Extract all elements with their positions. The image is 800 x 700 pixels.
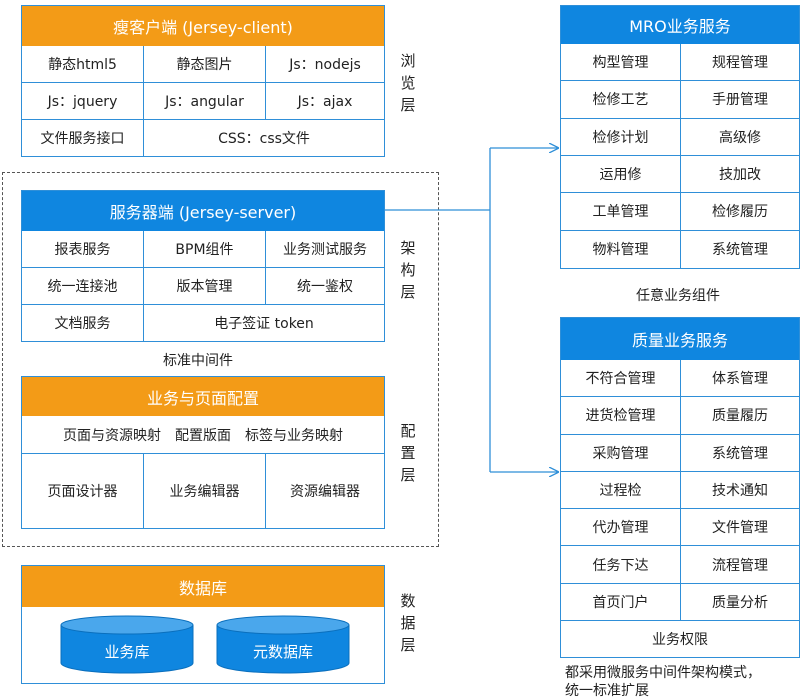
cell-maintenance-process: 检修工艺: [561, 81, 681, 119]
cell-tech-modification: 技加改: [681, 156, 799, 194]
config-mapping-row: 页面与资源映射 配置版面 标签与业务映射: [22, 416, 384, 453]
cell-advanced-repair: 高级修: [681, 119, 799, 156]
business-editor: 业务编辑器: [144, 454, 266, 528]
cell-unified-auth: 统一鉴权: [266, 268, 384, 305]
arch-layer-char-2: 构: [400, 261, 416, 279]
arch-layer-char-1: 架: [400, 239, 416, 257]
cell-procedure-management: 规程管理: [681, 44, 799, 82]
database-title: 数据库: [22, 566, 384, 607]
cell-file-management: 文件管理: [681, 509, 799, 547]
business-permission-footer: 业务权限: [652, 632, 708, 648]
cell-quality-system-management: 系统管理: [681, 435, 799, 472]
metadata-db-label: 元数据库: [253, 643, 313, 661]
cell-process-inspection: 过程检: [561, 471, 681, 510]
config-title: 业务与页面配置: [22, 377, 384, 416]
server-panel: 服务器端 (Jersey-server) 报表服务 BPM组件 业务测试服务 统…: [21, 190, 385, 342]
quality-title: 质量业务服务: [561, 318, 799, 360]
architecture-note-line-1: 都采用微服务中间件架构模式，: [565, 665, 761, 681]
cell-file-service-interface: 文件服务接口: [22, 120, 144, 156]
metadata-db-top: [216, 615, 350, 635]
cell-e-signature-token: 电子签证 token: [214, 316, 314, 332]
page-resource-mapping: 页面与资源映射: [63, 427, 161, 444]
cell-operational-repair: 运用修: [561, 155, 681, 194]
cell-quality-history: 质量履历: [681, 397, 799, 435]
tag-business-mapping: 标签与业务映射: [245, 427, 343, 444]
cell-connection-pool: 统一连接池: [22, 268, 144, 305]
cell-js-ajax: Js：ajax: [266, 83, 384, 120]
browse-layer-char-1: 浏: [400, 52, 416, 70]
cell-system-management: 系统管理: [712, 242, 768, 259]
data-layer-label: 数 据 层: [398, 590, 418, 656]
business-db-label: 业务库: [104, 643, 149, 661]
config-layer-char-2: 置: [400, 444, 416, 462]
config-layout: 配置版面: [175, 427, 231, 444]
data-layer-char-3: 层: [400, 636, 416, 654]
thin-client-grid: 静态html5 静态图片 Js：nodejs Js：jquery Js：angu…: [22, 46, 384, 156]
arch-layer-char-3: 层: [400, 283, 416, 301]
cell-material-management: 物料管理: [561, 230, 681, 268]
metadata-db-cylinder: 元数据库: [216, 615, 350, 674]
metadata-db-body: [216, 625, 350, 674]
config-layer-char-3: 层: [400, 466, 416, 484]
cell-document-service: 文档服务: [22, 305, 144, 341]
mro-panel: MRO业务服务 构型管理 规程管理 检修工艺 手册管理 检修计划 高级修 运用修…: [560, 5, 800, 269]
cell-maintenance-history: 检修履历: [681, 193, 799, 231]
data-layer-char-1: 数: [400, 592, 416, 610]
mro-grid: 构型管理 规程管理 检修工艺 手册管理 检修计划 高级修 运用修 技加改 工单管…: [561, 44, 799, 268]
quality-panel: 质量业务服务 不符合管理 体系管理 进货检管理 质量履历 采购管理 系统管理 过…: [560, 317, 800, 658]
business-db-cylinder: 业务库: [60, 615, 194, 674]
thin-client-panel: 瘦客户端 (Jersey-client) 静态html5 静态图片 Js：nod…: [21, 5, 385, 157]
cell-static-image: 静态图片: [144, 46, 266, 83]
config-row1: 页面与资源映射 配置版面 标签与业务映射: [22, 416, 384, 454]
cell-static-html5: 静态html5: [22, 46, 144, 83]
cell-manual-management: 手册管理: [681, 81, 799, 119]
resource-editor: 资源编辑器: [290, 484, 360, 500]
cell-js-angular: Js：angular: [144, 83, 266, 120]
middleware-label: 标准中间件: [163, 353, 233, 369]
cell-home-portal: 首页门户: [561, 583, 681, 621]
browse-layer-char-2: 览: [400, 74, 416, 92]
cell-js-nodejs: Js：nodejs: [266, 46, 384, 83]
cell-css-file: CSS：css文件: [218, 131, 310, 147]
any-component-label: 任意业务组件: [636, 288, 720, 304]
cell-incoming-inspection: 进货检管理: [561, 397, 681, 435]
business-db-body: [60, 625, 194, 674]
cell-version-management: 版本管理: [144, 268, 266, 305]
cell-js-jquery: Js：jquery: [22, 83, 144, 120]
data-layer-char-2: 据: [400, 614, 416, 632]
cell-quality-analysis: 质量分析: [681, 584, 799, 621]
architecture-note: 都采用微服务中间件架构模式， 统一标准扩展: [565, 664, 761, 700]
arch-layer-label: 架 构 层: [398, 237, 418, 303]
cell-workflow-management: 流程管理: [681, 546, 799, 584]
cell-technical-notice: 技术通知: [681, 472, 799, 510]
business-db-top: [60, 615, 194, 635]
cell-maintenance-plan: 检修计划: [561, 118, 681, 156]
cell-business-test-service: 业务测试服务: [266, 231, 384, 268]
cell-report-service: 报表服务: [22, 231, 144, 268]
config-row2: 页面设计器 业务编辑器 资源编辑器: [22, 454, 384, 528]
config-layer-label: 配 置 层: [398, 420, 418, 486]
architecture-note-line-2: 统一标准扩展: [565, 683, 649, 699]
cell-configuration-management: 构型管理: [561, 44, 681, 82]
cell-nonconformance-management: 不符合管理: [561, 360, 681, 398]
config-panel: 业务与页面配置 页面与资源映射 配置版面 标签与业务映射 页面设计器 业务编辑器…: [21, 376, 385, 529]
browse-layer-label: 浏 览 层: [398, 50, 418, 116]
cell-bpm-component: BPM组件: [144, 231, 266, 268]
server-config-dashed-frame: [2, 172, 439, 547]
server-title: 服务器端 (Jersey-server): [22, 191, 384, 231]
cell-system-regime-management: 体系管理: [681, 360, 799, 398]
cell-purchase-management: 采购管理: [561, 434, 681, 472]
cell-task-assignment: 任务下达: [561, 546, 681, 584]
cell-work-order-management: 工单管理: [561, 193, 681, 231]
cell-agency-management: 代办管理: [561, 509, 681, 547]
page-designer: 页面设计器: [22, 454, 144, 528]
config-layer-char-1: 配: [400, 422, 416, 440]
quality-grid: 不符合管理 体系管理 进货检管理 质量履历 采购管理 系统管理 过程检 技术通知…: [561, 360, 799, 621]
database-panel: 数据库 业务库 元数据库: [21, 565, 385, 684]
mro-title: MRO业务服务: [561, 6, 799, 44]
browse-layer-char-3: 层: [400, 96, 416, 114]
server-grid: 报表服务 BPM组件 业务测试服务 统一连接池 版本管理 统一鉴权 文档服务 电…: [22, 231, 384, 341]
thin-client-title: 瘦客户端 (Jersey-client): [22, 6, 384, 46]
